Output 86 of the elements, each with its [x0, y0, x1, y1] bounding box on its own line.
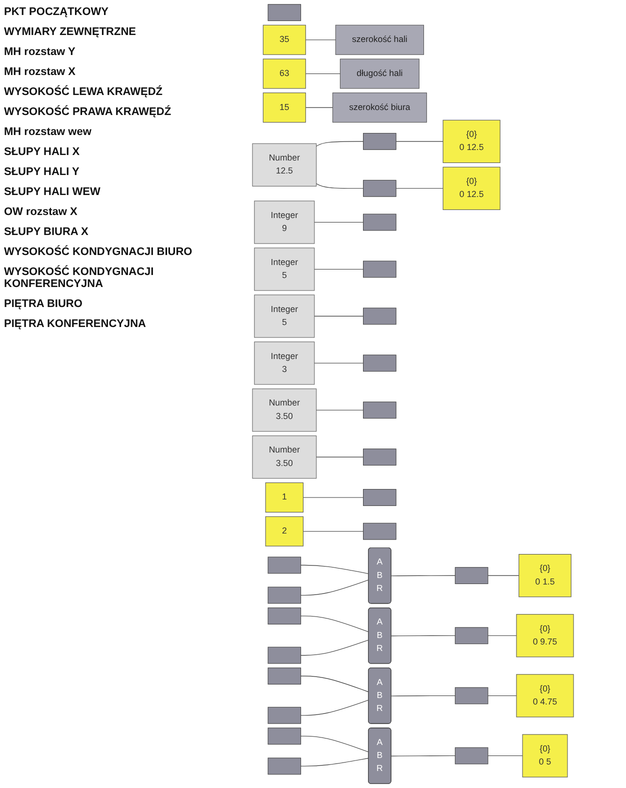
connector [316, 183, 364, 189]
group-heading: OW rozstaw X [4, 206, 78, 218]
group-heading: MH rozstaw X [4, 66, 77, 78]
node-box [363, 214, 396, 231]
group-heading: WYSOKOŚĆ KONDYGNACJI BIURO [4, 246, 194, 258]
connector [391, 575, 456, 576]
connector [300, 700, 369, 716]
connector [316, 456, 364, 458]
node-box: Number 12.5 [252, 143, 317, 186]
connector [300, 564, 369, 574]
group-heading: WYMIARY ZEWNĘTRZNE [4, 26, 137, 38]
group-heading: SŁUPY HALI WEW [4, 186, 102, 198]
node-box: 1 [265, 482, 304, 512]
node-box [363, 402, 396, 419]
node-box: 35 [262, 24, 306, 55]
node-box [363, 180, 396, 197]
group-heading: WYSOKOŚĆ KONDYGNACJI KONFERENCYJNA [4, 266, 155, 290]
connector [396, 141, 444, 142]
node-box [268, 556, 302, 574]
node-box [268, 728, 302, 745]
connector [314, 362, 364, 364]
node-box: Number 3.50 [252, 436, 317, 479]
connector [300, 736, 369, 752]
node-box: {0} 0 12.5 [442, 166, 500, 210]
node-box [454, 747, 488, 764]
node-box: {0} 0 9.75 [516, 614, 574, 658]
node-box [363, 260, 396, 278]
node-box: Integer 5 [254, 294, 315, 338]
node-box [454, 567, 488, 584]
connector [314, 222, 364, 223]
node-box: {0} 0 5 [522, 734, 568, 778]
node-box: Number 3.50 [252, 388, 317, 432]
node-box [454, 687, 488, 704]
connector [300, 676, 369, 692]
node-box: {0} 0 4.75 [516, 674, 574, 718]
connector [316, 141, 364, 146]
connector [391, 635, 456, 636]
node-box: Integer 9 [254, 200, 315, 244]
group-heading: PIĘTRA BIURO [4, 298, 84, 310]
node-box [268, 706, 302, 724]
connector [300, 580, 369, 596]
connector [305, 107, 333, 108]
node-box [268, 608, 302, 624]
group-heading: PKT POCZĄTKOWY [4, 6, 110, 18]
group-heading: MH rozstaw wew [4, 126, 92, 138]
node-box: {0} 0 12.5 [442, 120, 500, 163]
node-box: szerokość biura [332, 92, 427, 123]
group-heading: SŁUPY BIURA X [4, 226, 90, 238]
node-box [454, 627, 488, 644]
node-box [363, 308, 396, 325]
node-box [268, 668, 302, 685]
node-box: {0} 0 1.5 [518, 554, 572, 598]
connector [305, 73, 340, 74]
node-box: 2 [265, 516, 304, 546]
node-box [268, 646, 302, 664]
connector [302, 497, 364, 498]
group-heading: MH rozstaw Y [4, 46, 76, 58]
node-box: szerokość hali [335, 24, 424, 55]
node-box: 15 [262, 92, 306, 123]
node-box: długość hali [340, 58, 420, 89]
node-box: Integer 3 [254, 342, 315, 385]
group-heading: WYSOKOŚĆ PRAWA KRAWĘDŹ [4, 106, 172, 118]
connector [488, 635, 517, 636]
connector [488, 575, 520, 576]
connector [314, 268, 364, 270]
node-box [268, 4, 302, 22]
group-heading: SŁUPY HALI X [4, 146, 81, 158]
group-heading: PIĘTRA KONFERENCYJNA [4, 318, 147, 330]
connector [300, 640, 369, 656]
node-box [363, 522, 396, 540]
connector [300, 758, 369, 766]
connector [391, 695, 456, 696]
connector [488, 695, 517, 696]
node-box: Integer 5 [254, 248, 315, 291]
node-box [363, 448, 396, 466]
group-heading: SŁUPY HALI Y [4, 166, 80, 178]
node-box [363, 132, 396, 150]
node-box: 63 [262, 58, 306, 89]
node-box [363, 489, 396, 506]
connector [396, 188, 444, 189]
node-box [268, 586, 302, 604]
connector [302, 531, 364, 532]
node-box [363, 354, 396, 372]
group-heading: WYSOKOŚĆ LEWA KRAWĘDŹ [4, 86, 164, 98]
connector [300, 616, 369, 632]
node-box [268, 758, 302, 775]
